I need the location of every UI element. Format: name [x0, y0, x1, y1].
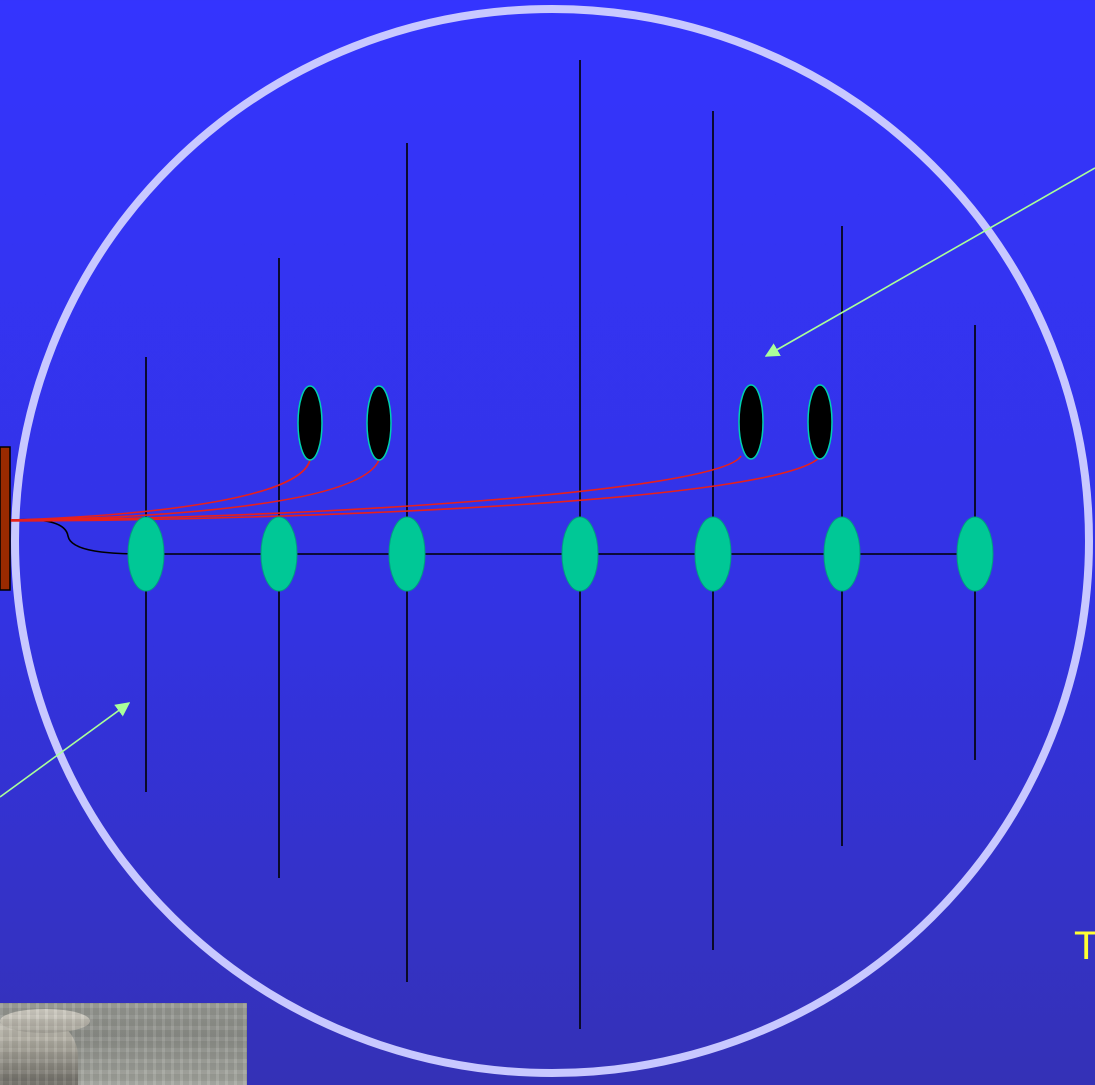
sensor-module-2: [261, 517, 297, 591]
sensor-module-1: [128, 517, 164, 591]
black-modules-group: [298, 385, 832, 460]
sensor-module-3: [389, 517, 425, 591]
stone-wall-texture: [0, 1003, 247, 1085]
arrow-bottom-left: [0, 703, 129, 797]
black-module-4: [808, 385, 832, 459]
sensor-module-4: [562, 517, 598, 591]
red-cable-4: [10, 454, 822, 521]
sensor-module-6: [824, 517, 860, 591]
hub-box: [0, 447, 10, 590]
stone-pedestal-photo: [0, 1003, 247, 1085]
sensor-module-7: [957, 517, 993, 591]
edge-label-text: T: [1074, 926, 1095, 966]
sensor-module-5: [695, 517, 731, 591]
detector-circle: [15, 9, 1089, 1073]
black-module-3: [739, 385, 763, 459]
black-module-1: [298, 386, 322, 460]
red-cable-1: [10, 460, 310, 520]
black-module-2: [367, 386, 391, 460]
red-cables-group: [10, 454, 822, 521]
